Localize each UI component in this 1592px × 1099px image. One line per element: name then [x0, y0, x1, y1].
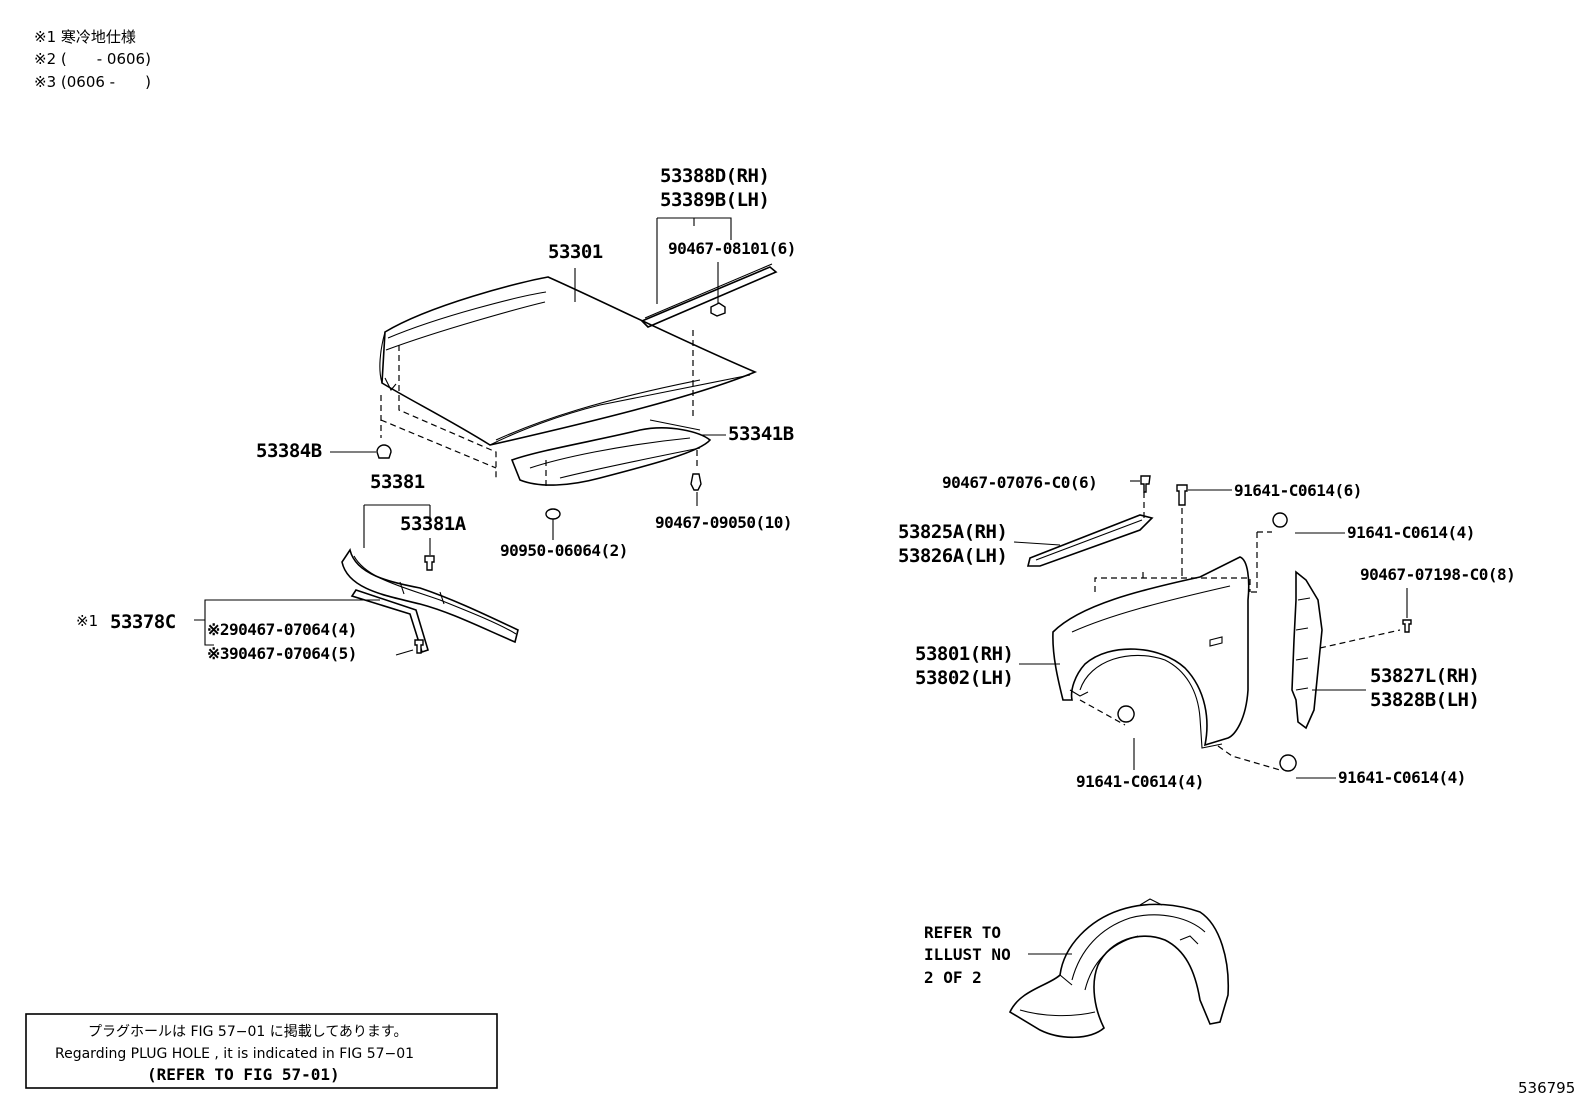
hood-lock-support [341, 548, 519, 644]
plug-note-jp: プラグホールは FIG 57−01 に掲載してあります。 [88, 1024, 408, 1040]
label-fender-seal-rh: 53825A(RH) [898, 521, 1007, 543]
plug-icon [545, 508, 561, 520]
label-hood: 53301 [548, 241, 603, 263]
label-fender-bolt-bottom-right: 91641-C0614(4) [1338, 768, 1466, 787]
label-plug: 90950-06064(2) [500, 541, 628, 560]
insulator-clip-icon [690, 473, 702, 491]
cold-area-bracket [350, 589, 429, 654]
label-seal-clip: 90467-08101(6) [668, 239, 796, 258]
lock-support-bolt-icon [424, 555, 435, 571]
label-fender-clip-a: 90467-07076-C0(6) [942, 473, 1097, 492]
hood-insulator [510, 419, 712, 486]
fender-clip-a-icon [1140, 475, 1151, 493]
fender-bolt-bottom-left-icon [1117, 705, 1135, 723]
label-fender-bolt-top: 91641-C0614(6) [1234, 481, 1362, 500]
label-seal-lh: 53389B(LH) [660, 189, 769, 211]
hood-seal [640, 263, 778, 328]
plug-hole-note-box: プラグホールは FIG 57−01 に掲載してあります。 Regarding P… [25, 1013, 498, 1089]
label-lock-support-sub: 53381A [400, 513, 467, 535]
label-seal-rh: 53388D(RH) [660, 165, 769, 187]
label-liner-rh: 53827L(RH) [1370, 665, 1479, 687]
fender-bolt-bottom-right-icon [1279, 754, 1297, 772]
label-clip-3: ※390467-07064(5) [207, 644, 357, 663]
hood-panel [379, 276, 758, 446]
label-fender-bolt-bottom-left: 91641-C0614(4) [1076, 772, 1204, 791]
label-lock-support: 53381 [370, 471, 425, 493]
label-fender-bolt-rear: 91641-C0614(4) [1347, 523, 1475, 542]
refer-line-2: ILLUST NO [924, 945, 1011, 964]
fender-liner-illustration [1008, 898, 1230, 1039]
note-3: ※3 (0606 - ) [34, 73, 151, 91]
label-fender-clip-b: 90467-07198-C0(8) [1360, 565, 1515, 584]
label-fender-rh: 53801(RH) [915, 643, 1013, 665]
label-liner-lh: 53828B(LH) [1370, 689, 1479, 711]
label-clip-2: ※290467-07064(4) [207, 620, 357, 639]
refer-line-3: 2 OF 2 [924, 968, 982, 987]
label-insulator-clip: 90467-09050(10) [655, 513, 792, 532]
cold-clip-icon [414, 639, 424, 654]
fender-seal [1026, 514, 1154, 567]
label-insulator: 53341B [728, 423, 794, 445]
refer-line-1: REFER TO [924, 923, 1001, 942]
fender-bolt-top-icon [1176, 484, 1188, 506]
plug-note-en: Regarding PLUG HOLE , it is indicated in… [55, 1046, 414, 1062]
label-fender-lh: 53802(LH) [915, 667, 1013, 689]
label-cushion: 53384B [256, 440, 322, 462]
fender-liner [1291, 570, 1323, 730]
figure-number: 536795 [1518, 1079, 1575, 1097]
fender-bolt-rear-icon [1272, 512, 1288, 528]
label-fender-seal-lh: 53826A(LH) [898, 545, 1007, 567]
cushion-icon [376, 444, 392, 459]
note-2: ※2 ( - 0606) [34, 50, 151, 68]
note-1: ※1 寒冷地仕様 [34, 28, 136, 46]
front-fender [1052, 556, 1250, 749]
fender-clip-b-icon [1402, 619, 1412, 633]
label-cold-mark: ※1 [76, 612, 98, 630]
plug-note-refer: (REFER TO FIG 57-01) [147, 1065, 340, 1084]
label-cold-part: 53378C [110, 611, 176, 633]
